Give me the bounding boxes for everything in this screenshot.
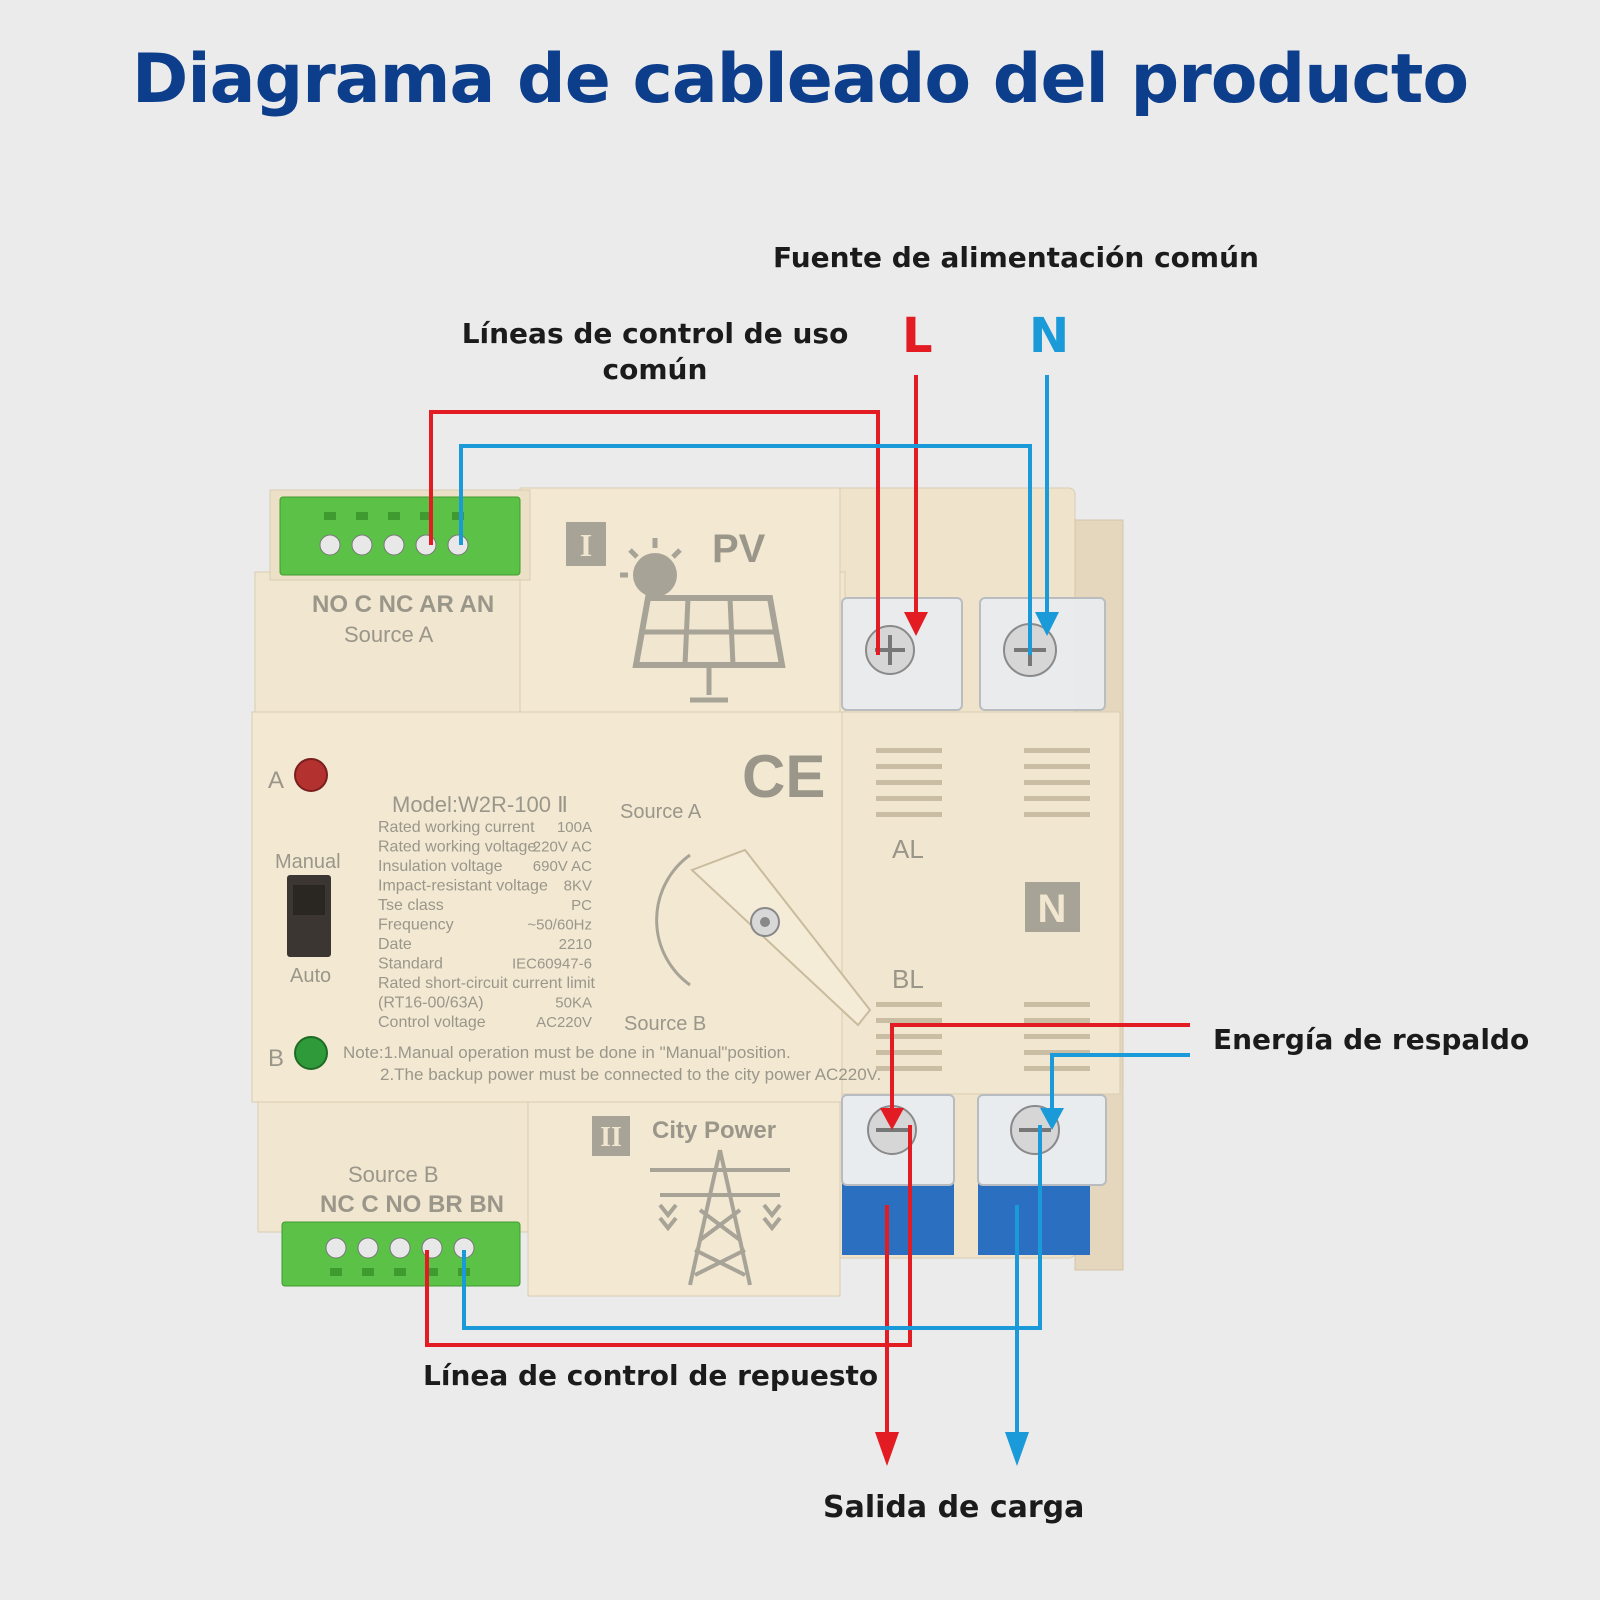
knob-source-a: Source A xyxy=(620,801,702,823)
manual-label: Manual xyxy=(275,851,341,873)
terminal-block-a xyxy=(279,496,521,576)
roman-2-text: II xyxy=(600,1122,622,1153)
spec-value: ~50/60Hz xyxy=(527,917,592,934)
common-control-label-line2: común xyxy=(602,353,708,386)
vent-al xyxy=(876,748,942,817)
spec-name: (RT16-00/63A) xyxy=(378,995,484,1012)
load-output-label: Salida de carga xyxy=(823,1490,1085,1525)
terminal-block-b xyxy=(281,1221,521,1287)
terminal-screws-a xyxy=(319,512,469,556)
led-b-indicator xyxy=(294,1036,328,1070)
spec-value: IEC60947-6 xyxy=(512,956,592,973)
power-tower-icon xyxy=(650,1149,790,1286)
led-a-indicator xyxy=(294,758,328,792)
live-label: L xyxy=(902,308,933,364)
rotation-arrow xyxy=(655,853,691,987)
led-b-label: B xyxy=(268,1045,284,1072)
arrow-n-supply xyxy=(1035,612,1059,636)
wire-control-a-red xyxy=(429,410,880,655)
vent-n-top xyxy=(1024,748,1090,817)
knob-source-b: Source B xyxy=(624,1013,706,1035)
spare-control-label: Línea de control de repuesto xyxy=(423,1359,879,1392)
terminals-a-label: NO C NC AR AN xyxy=(312,591,494,618)
backup-power-label: Energía de respaldo xyxy=(1213,1023,1530,1056)
wire-spare-red xyxy=(425,1125,912,1347)
arrow-load-blue xyxy=(1005,1432,1029,1466)
source-a-label: Source A xyxy=(344,622,434,647)
spec-name: Impact-resistant voltage xyxy=(378,878,548,895)
source-b-cover xyxy=(527,1101,841,1297)
terminals-b-label: NC C NO BR BN xyxy=(320,1191,504,1218)
led-a-label: A xyxy=(268,767,284,794)
wires-blue xyxy=(459,375,1190,1466)
transfer-switch-device: NO C NC AR AN Source A I PV xyxy=(251,487,1124,1297)
spec-value: AC220V xyxy=(536,1014,592,1031)
n-badge xyxy=(1025,882,1080,932)
ce-mark-icon: CE xyxy=(742,743,825,810)
common-power-label: Fuente de alimentación común xyxy=(773,241,1259,274)
spec-value: 100A xyxy=(557,819,592,836)
vent-n-bottom xyxy=(1024,1002,1090,1071)
roman-1-badge xyxy=(566,522,606,566)
n-badge-text: N xyxy=(1038,887,1067,931)
wires-red xyxy=(425,375,1190,1466)
spec-name: Rated short-circuit current limit xyxy=(378,975,596,992)
roman-1-text: I xyxy=(580,527,592,563)
pv-label: PV xyxy=(712,527,766,571)
page-title: Diagrama de cableado del producto xyxy=(131,40,1469,119)
top-terminal-L xyxy=(841,597,963,711)
spec-name: Rated working voltage xyxy=(378,839,536,856)
bl-label: BL xyxy=(892,964,924,994)
common-control-label-line1: Líneas de control de uso xyxy=(461,317,849,350)
source-b-label: Source B xyxy=(348,1162,439,1187)
spec-value: PC xyxy=(571,897,592,914)
wire-spare-blue xyxy=(462,1125,1042,1330)
spec-value: 8KV xyxy=(564,878,592,895)
al-label: AL xyxy=(892,834,924,864)
arrow-backup-blue xyxy=(1040,1108,1064,1130)
model-label: Model:W2R-100 Ⅱ xyxy=(392,792,568,817)
spec-value: 50KA xyxy=(555,995,592,1012)
arrow-l-supply xyxy=(904,612,928,636)
rotary-handle xyxy=(690,848,872,1027)
spec-value: 2210 xyxy=(559,936,592,953)
spec-name: Frequency xyxy=(378,917,454,934)
arrow-backup-red xyxy=(880,1108,904,1130)
solar-panel-icon xyxy=(620,538,786,703)
spec-name: Date xyxy=(378,936,412,953)
source-b-section xyxy=(257,1101,529,1233)
wire-backup-red xyxy=(890,1023,1190,1115)
city-power-label: City Power xyxy=(652,1117,776,1144)
spec-value: 220V AC xyxy=(533,839,592,856)
note-line-1: Note:1.Manual operation must be done in … xyxy=(343,1043,791,1062)
spec-name: Insulation voltage xyxy=(378,858,503,875)
spec-name: Rated working current xyxy=(378,819,535,836)
wire-backup-blue xyxy=(1050,1053,1190,1115)
roman-2-badge xyxy=(592,1116,630,1156)
spec-name: Control voltage xyxy=(378,1014,486,1031)
common-control-label: Líneas de control de uso común xyxy=(430,316,880,388)
spec-name: Standard xyxy=(378,956,443,973)
spec-value: 690V AC xyxy=(533,858,592,875)
neutral-label: N xyxy=(1029,308,1070,364)
note-line-2: 2.The backup power must be connected to … xyxy=(380,1065,881,1084)
wire-control-a-blue xyxy=(459,444,1032,655)
spec-list: Rated working current 100A Rated working v… xyxy=(378,819,596,1031)
auto-label: Auto xyxy=(290,965,331,987)
spec-name: Tse class xyxy=(378,897,444,914)
vent-bl xyxy=(876,1002,942,1071)
arrow-load-red xyxy=(875,1432,899,1466)
